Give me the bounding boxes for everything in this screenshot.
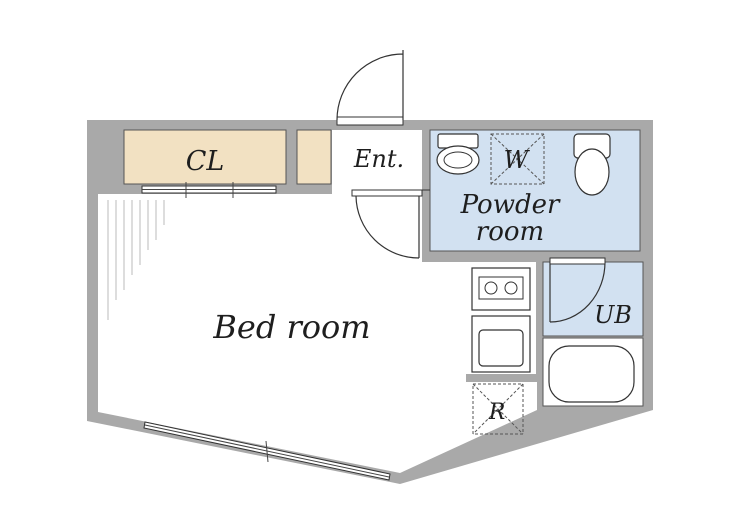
sink-icon [471,315,531,373]
inner-door-gap [351,189,423,197]
closet-label: CL [186,146,225,177]
entrance-floor [332,130,422,194]
inner-door-swing-icon [355,195,420,259]
toilet-icon [436,133,480,175]
washing-machine-icon [490,133,545,185]
window-icon [143,421,391,481]
toilet-icon [573,133,611,196]
stove-icon [471,267,531,311]
entrance-door-gap [336,116,404,126]
entrance-label: Ent. [353,145,404,173]
bedroom-floor [98,194,537,473]
small-closet [296,129,332,185]
left-window-hatching [107,200,165,320]
unit-bath-label: UB [594,301,632,329]
entrance-door-swing-icon [336,50,404,121]
washer-label: W [504,146,531,174]
refrigerator-icon [472,383,524,435]
powder-room-label-line2: room [476,217,544,247]
refrigerator-label: R [488,400,506,425]
closet [123,129,287,185]
powder-room-label-line1: Powder [460,190,561,220]
bathtub-icon [548,345,635,403]
bedroom-label: Bed room [212,308,370,346]
